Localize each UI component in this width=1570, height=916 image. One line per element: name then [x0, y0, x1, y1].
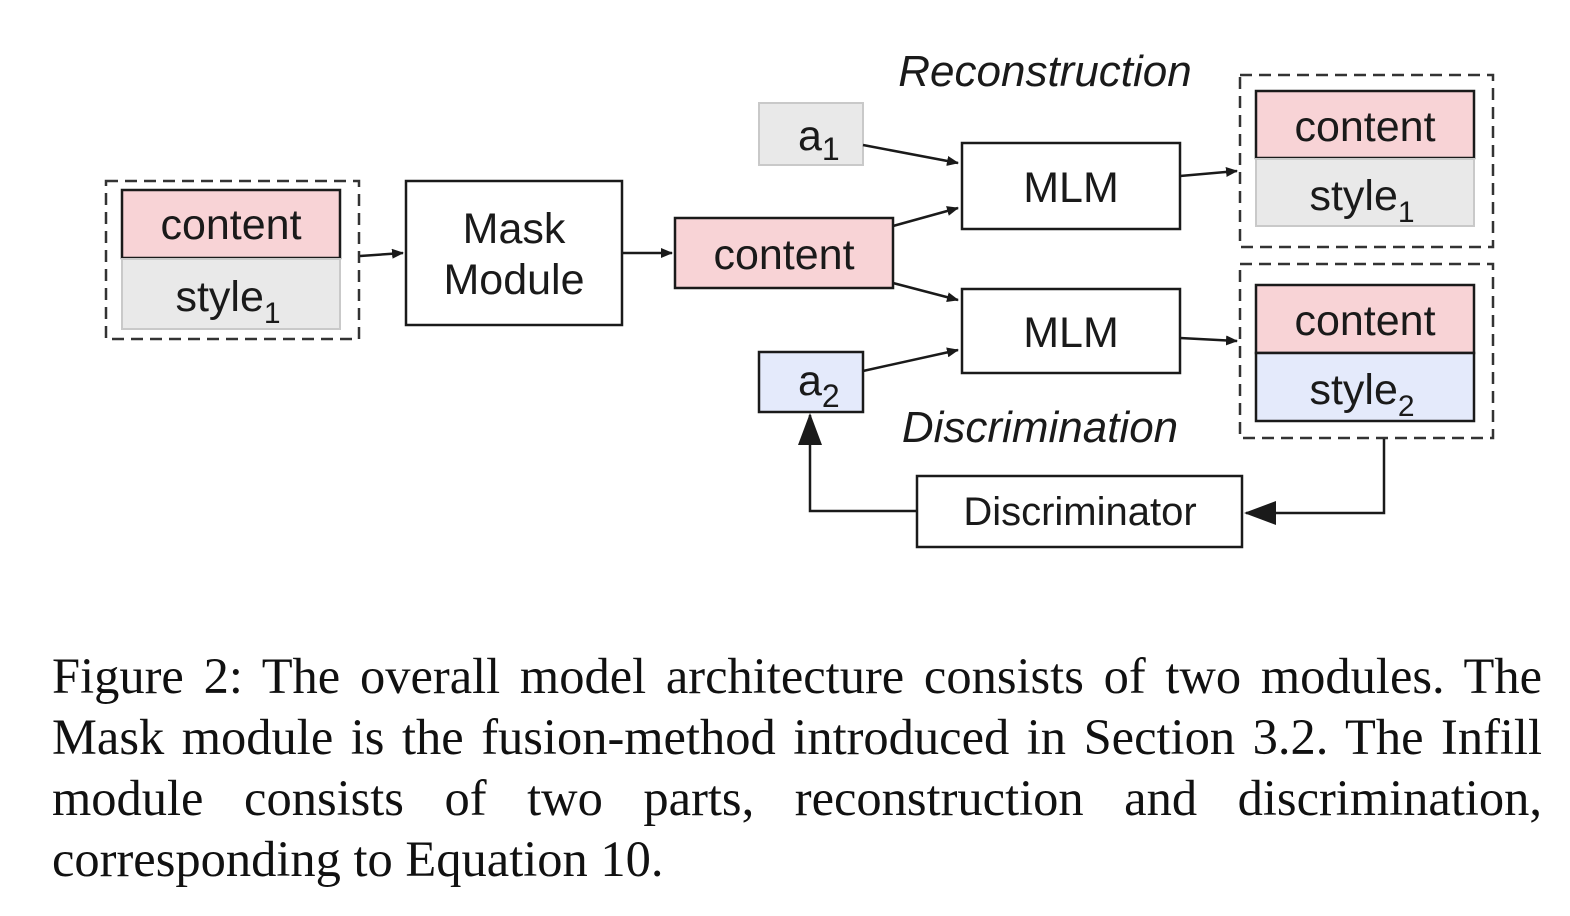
- a2-box: [757, 350, 865, 414]
- a2-label: a2: [798, 357, 840, 414]
- output-top-content-box: [1254, 89, 1476, 160]
- discriminator: Discriminator: [915, 474, 1244, 549]
- mask-module-line2: Module: [443, 256, 584, 304]
- a1-label: a1: [798, 112, 840, 167]
- output-top-content-label: content: [1294, 103, 1435, 151]
- center-content-label: content: [713, 231, 854, 279]
- mask-module: Mask Module: [404, 179, 624, 327]
- mask-module-line1: Mask: [463, 205, 566, 253]
- output-top-dashed-border: [1238, 73, 1495, 249]
- input-content-label: content: [160, 201, 301, 249]
- attribute-a2: a2: [757, 350, 865, 414]
- arrow-content-to-mlm-bottom: [892, 281, 959, 303]
- input-style-label: style1: [175, 273, 280, 330]
- mlm-bottom: MLM: [960, 287, 1182, 375]
- output-bottom-dashed-border: [1238, 262, 1495, 440]
- center-content-box: [673, 216, 895, 290]
- discriminator-box: [915, 474, 1244, 549]
- arrow-mlm-bottom-to-output: [1179, 335, 1238, 346]
- arrow-a1-to-mlm-top: [862, 143, 959, 166]
- masked-content: content: [673, 216, 895, 290]
- arrow-output-to-discriminator: [1244, 439, 1386, 525]
- arrow-a2-to-mlm-bottom: [862, 347, 959, 373]
- reconstruction-label: Reconstruction: [898, 47, 1191, 96]
- output-bottom-style-label: style2: [1309, 366, 1414, 423]
- a1-box: [758, 102, 864, 166]
- mlm-top-box: [960, 141, 1182, 231]
- output-bottom-content-label: content: [1294, 297, 1435, 345]
- output-top-style-label: style1: [1309, 172, 1414, 229]
- figure-caption: Figure 2: The overall model architecture…: [52, 648, 1542, 887]
- mlm-top-label: MLM: [1023, 164, 1119, 212]
- attribute-a1: a1: [758, 102, 864, 167]
- architecture-diagram: content style1 Mask Module content a1 a2…: [104, 47, 1495, 549]
- input-style-box: [121, 258, 341, 330]
- mask-module-box: [404, 179, 624, 327]
- mlm-top: MLM: [960, 141, 1182, 231]
- output-bottom-style-box: [1254, 351, 1476, 423]
- arrow-content-to-mlm-top: [892, 206, 959, 228]
- arrow-input-to-mask: [359, 248, 404, 259]
- output-discrimination-group: content style2: [1238, 262, 1495, 440]
- discrimination-label: Discrimination: [902, 403, 1178, 452]
- output-top-style-box: [1255, 158, 1475, 227]
- output-bottom-content-box: [1254, 283, 1476, 355]
- input-group-dashed-border: [104, 179, 361, 341]
- input-sentence-group: content style1: [104, 179, 361, 341]
- discriminator-label: Discriminator: [963, 490, 1196, 534]
- mlm-bottom-box: [960, 287, 1182, 375]
- output-reconstruction-group: content style1: [1238, 73, 1495, 249]
- arrow-mlm-top-to-output: [1179, 166, 1238, 178]
- mlm-bottom-label: MLM: [1023, 309, 1119, 357]
- arrow-discriminator-to-a2: [798, 413, 917, 513]
